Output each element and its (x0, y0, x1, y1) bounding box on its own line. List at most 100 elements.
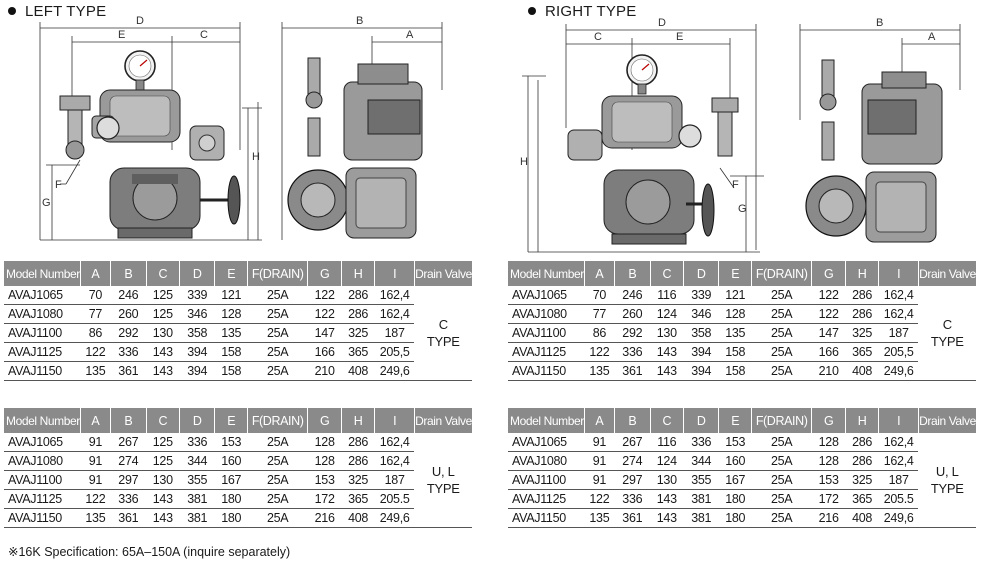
model-number-cell: AVAJ1065 (508, 433, 585, 452)
table-cell: 135 (584, 361, 615, 381)
table-cell: 249,6 (374, 361, 415, 381)
column-header: H (341, 408, 376, 433)
table-cell: 172 (307, 489, 342, 509)
table-cell: 260 (614, 304, 651, 324)
table-cell: 381 (683, 508, 719, 528)
table-cell: 25A (751, 342, 812, 362)
column-header: I (374, 261, 415, 286)
table-cell: 286 (341, 304, 375, 324)
column-header: F(DRAIN) (751, 261, 813, 286)
table-cell: 128 (214, 304, 248, 324)
model-number-cell: AVAJ1150 (508, 508, 585, 528)
spec-note: ※16K Specification: 65A–150A (inquire se… (8, 545, 291, 559)
table-cell: 128 (718, 304, 752, 324)
model-number-cell: AVAJ1100 (508, 470, 585, 490)
table-cell: 286 (845, 433, 879, 452)
table-cell: 358 (683, 323, 719, 343)
table-cell: 246 (614, 286, 651, 305)
table-cell: 180 (214, 489, 248, 509)
table-cell: 166 (811, 342, 846, 362)
table-cell: 408 (341, 361, 375, 381)
dim-label-e: E (118, 29, 125, 41)
table-cell: 135 (718, 323, 752, 343)
column-header: H (845, 408, 880, 433)
column-header: A (584, 408, 616, 433)
table-cell: 274 (614, 451, 651, 471)
table-cell: 70 (584, 286, 615, 305)
model-number-cell: AVAJ1100 (508, 323, 585, 343)
table-cell: 116 (650, 433, 684, 452)
column-header: Model Number (4, 408, 81, 433)
table-cell: 122 (811, 304, 846, 324)
table-cell: 122 (584, 489, 615, 509)
table-cell: 124 (650, 451, 684, 471)
table-cell: 210 (811, 361, 846, 381)
table-cell: 365 (845, 342, 879, 362)
model-number-cell: AVAJ1065 (4, 286, 81, 305)
column-header: Drain Valve (414, 408, 472, 433)
table-cell: 336 (179, 433, 215, 452)
table-cell: 158 (718, 361, 752, 381)
table-cell: 125 (146, 286, 180, 305)
table-cell: 172 (811, 489, 846, 509)
table-cell: 355 (179, 470, 215, 490)
column-header: G (811, 261, 846, 286)
drain-valve-type: U, L (431, 464, 455, 479)
table-cell: 158 (214, 342, 248, 362)
drain-valve-type-suffix: TYPE (426, 334, 460, 349)
table-cell: 365 (341, 342, 375, 362)
table-cell: 160 (214, 451, 248, 471)
column-header: D (179, 261, 216, 286)
table-cell: 91 (584, 451, 615, 471)
table-cell: 128 (307, 433, 342, 452)
column-header: C (650, 408, 684, 433)
table-cell: 381 (179, 489, 215, 509)
drain-valve-type-suffix: TYPE (930, 334, 964, 349)
bullet-icon (528, 7, 536, 16)
table-cell: 128 (811, 451, 846, 471)
model-number-cell: AVAJ1080 (508, 451, 585, 471)
table-cell: 394 (683, 342, 719, 362)
column-header: D (683, 408, 720, 433)
table-cell: 187 (374, 323, 415, 343)
table-cell: 249,6 (878, 508, 919, 528)
table-cell: 408 (845, 361, 879, 381)
table-cell: 153 (718, 433, 752, 452)
table-cell: 365 (341, 489, 375, 509)
table-cell: 167 (718, 470, 752, 490)
table-cell: 125 (146, 433, 180, 452)
dim-label-g: G (738, 203, 747, 215)
left-type-front-drawing: D E C H G F (39, 15, 262, 241)
table-cell: 346 (179, 304, 215, 324)
column-header: C (146, 408, 180, 433)
table-cell: 344 (179, 451, 215, 471)
table-cell: 122 (80, 342, 111, 362)
table-cell: 274 (110, 451, 147, 471)
table-cell: 246 (110, 286, 147, 305)
table-cell: 143 (650, 489, 684, 509)
table-cell: 297 (110, 470, 147, 490)
table-cell: 336 (110, 489, 147, 509)
table-cell: 121 (718, 286, 752, 305)
dim-label-c: C (200, 29, 208, 41)
column-header: G (307, 261, 342, 286)
table-cell: 122 (584, 342, 615, 362)
column-header: B (614, 261, 651, 286)
column-header: C (650, 261, 684, 286)
table-cell: 361 (614, 508, 651, 528)
right-type-front-drawing: D C E H G F (520, 17, 764, 253)
table-cell: 143 (146, 508, 180, 528)
table-cell: 70 (80, 286, 111, 305)
